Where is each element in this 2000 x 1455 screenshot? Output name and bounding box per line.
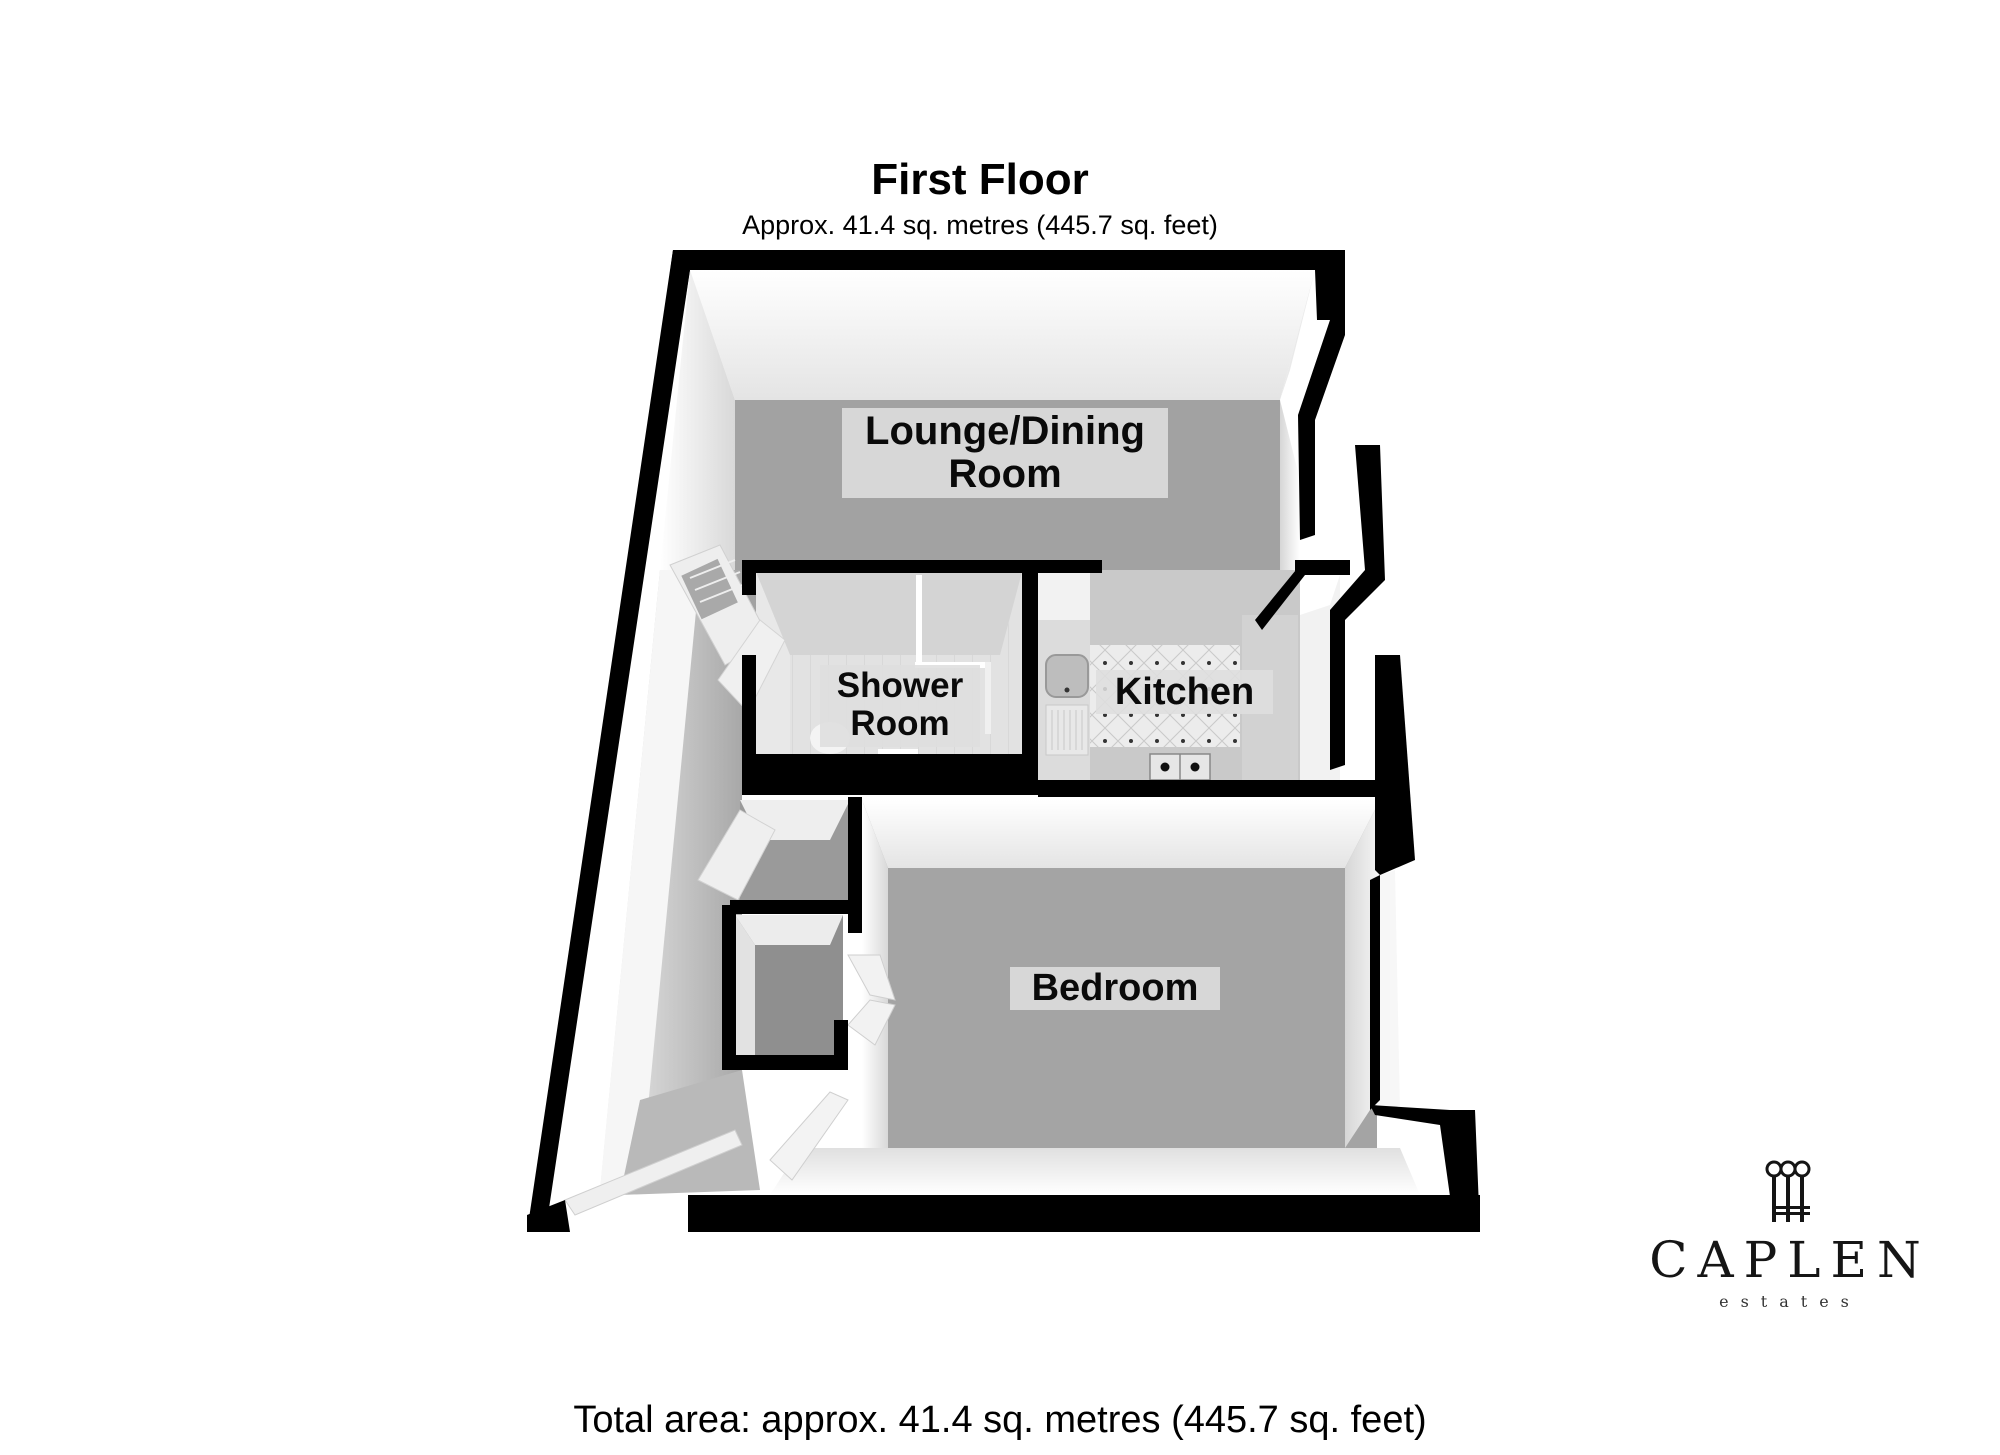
label-lounge-line2: Room	[948, 452, 1062, 496]
caplen-estates-logo: CAPLEN estates	[1640, 1150, 1940, 1320]
floor-area-subtitle: Approx. 41.4 sq. metres (445.7 sq. feet)	[680, 210, 1280, 240]
total-area-footer: Total area: approx. 41.4 sq. metres (445…	[573, 1399, 1427, 1441]
door-entrance	[564, 1129, 743, 1216]
floor-title: First Floor	[760, 156, 1200, 204]
label-shower-line1: Shower	[836, 666, 964, 705]
floor-title-text: First Floor	[871, 155, 1089, 204]
door-wardrobe	[847, 954, 896, 1046]
label-kitchen: Kitchen	[1096, 670, 1273, 714]
wardrobe-cupboard	[735, 915, 843, 1055]
label-bedroom-text: Bedroom	[1031, 967, 1199, 1009]
walls	[527, 250, 1480, 1232]
logo-tagline: estates	[1719, 1292, 1861, 1311]
hob-icon	[1149, 753, 1211, 781]
label-lounge-dining: Lounge/Dining Room	[842, 408, 1168, 498]
logo-brand: CAPLEN	[1649, 1231, 1931, 1289]
label-shower-line2: Room	[850, 704, 950, 743]
label-bedroom: Bedroom	[1010, 967, 1220, 1010]
floor-area-text: Approx. 41.4 sq. metres (445.7 sq. feet)	[742, 210, 1218, 240]
door-store-upper	[697, 809, 776, 901]
label-lounge-line1: Lounge/Dining	[865, 409, 1145, 453]
label-kitchen-text: Kitchen	[1114, 671, 1255, 713]
door-lounge-glazed	[669, 544, 771, 666]
label-shower-room: Shower Room	[820, 665, 980, 747]
door-bedroom	[769, 1091, 849, 1181]
three-keys-icon	[1765, 1160, 1811, 1222]
